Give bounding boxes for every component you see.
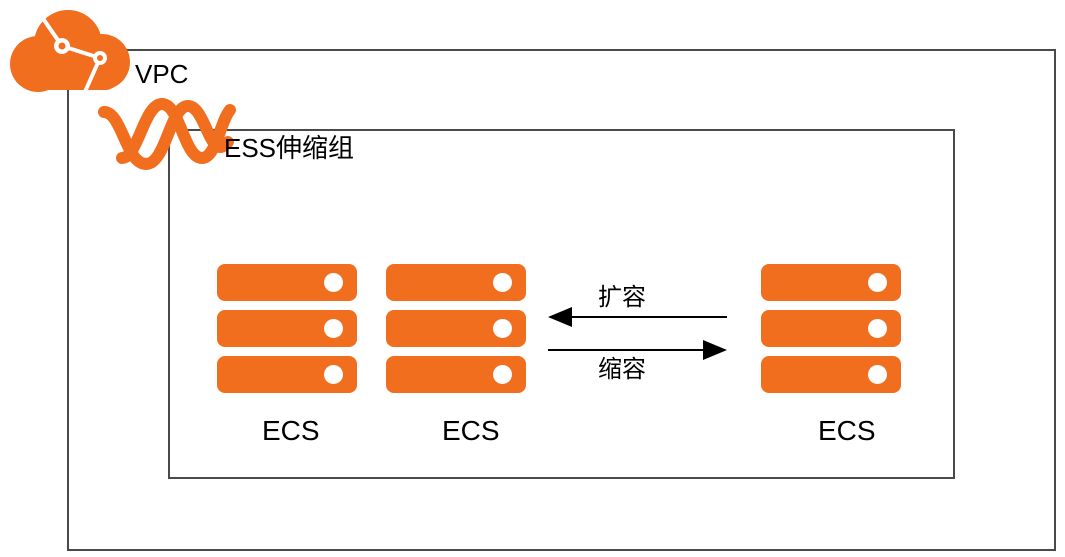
ess-label: ESS伸缩组 <box>224 133 355 163</box>
ecs-server-icon <box>761 264 901 394</box>
ecs-label: ECS <box>262 415 320 446</box>
ecs-label: ECS <box>442 415 500 446</box>
cloud-network-icon <box>10 10 130 96</box>
scale-out-label: 扩容 <box>598 283 646 311</box>
ess-scaling-group-container <box>168 129 955 479</box>
scale-in-label: 缩容 <box>598 355 646 383</box>
vpc-label: VPC <box>135 59 189 89</box>
ecs-label: ECS <box>818 415 876 446</box>
ecs-server-icon <box>386 264 526 394</box>
auto-scaling-wave-icon <box>98 97 236 171</box>
vpc-container <box>67 49 1056 551</box>
ecs-server-icon <box>217 264 357 394</box>
